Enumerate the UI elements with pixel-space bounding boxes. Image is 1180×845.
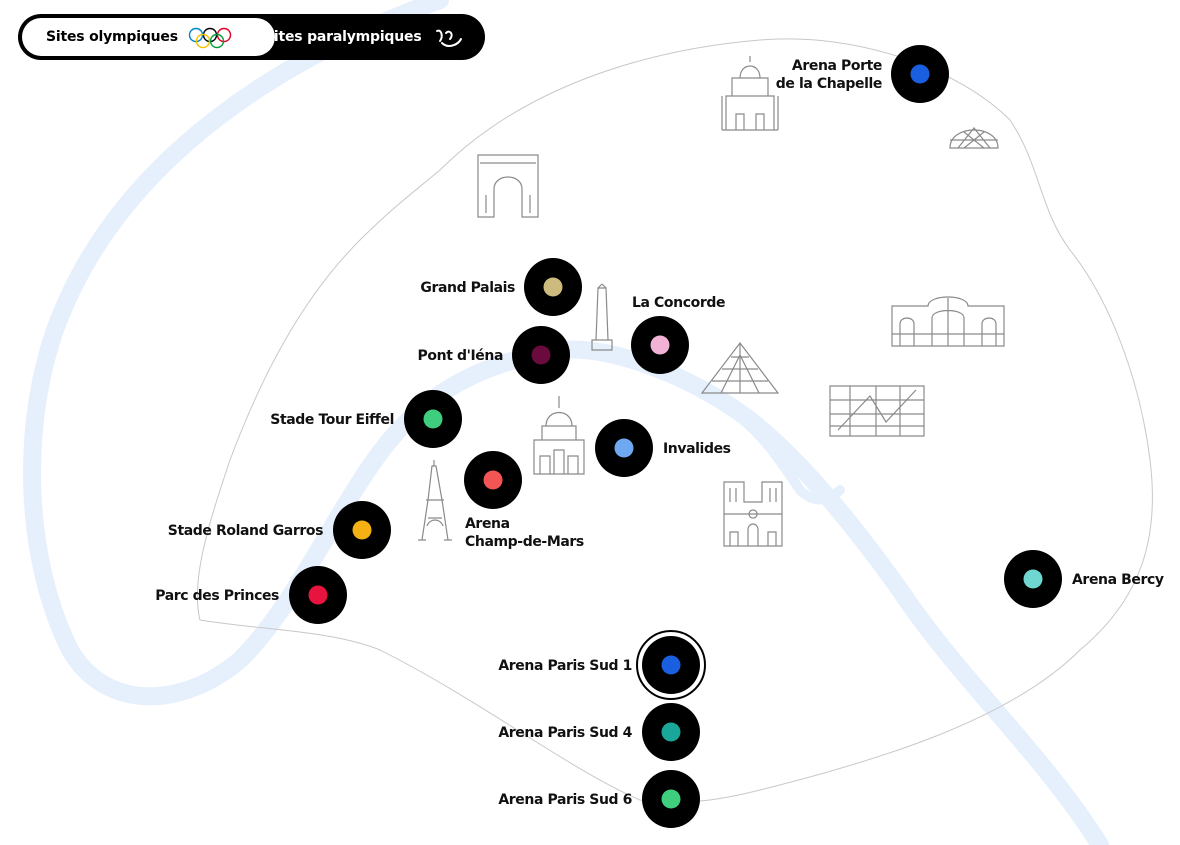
venue-label: Grand Palais	[420, 280, 515, 296]
venue-label: Arena	[465, 516, 510, 532]
venue-pin-dot	[531, 345, 551, 365]
venue-arena-paris-sud-4[interactable]: Arena Paris Sud 4	[498, 703, 700, 761]
venue-label: Arena Paris Sud 4	[498, 725, 632, 741]
louvre-pyramid-icon	[700, 342, 780, 394]
olympic-sites-label[interactable]: Sites olympiques	[46, 29, 178, 45]
olympic-rings-icon	[188, 27, 232, 49]
venue-label: Stade Roland Garros	[168, 523, 323, 539]
pompidou-icon	[829, 385, 925, 437]
venue-label: Pont d'Iéna	[418, 348, 503, 364]
venue-label: Arena Porte	[792, 58, 882, 74]
venue-pin-dot	[661, 722, 681, 742]
venue-label: Parc des Princes	[155, 588, 279, 604]
seine-river-branch	[725, 405, 845, 505]
les-invalides-icon	[533, 396, 585, 475]
venue-label: Stade Tour Eiffel	[270, 412, 394, 428]
venue-pin-dot	[483, 470, 503, 490]
site-type-toggle: Sites olympiques Sites paralympiques	[18, 14, 485, 60]
sacre-coeur-icon	[721, 56, 779, 131]
venue-stade-roland-garros[interactable]: Stade Roland Garros	[168, 501, 391, 559]
eiffel-tower-icon	[418, 460, 452, 541]
venue-arena-paris-sud-1[interactable]: Arena Paris Sud 1	[498, 630, 706, 700]
seine-river	[23, 0, 1109, 845]
venue-parc-des-princes[interactable]: Parc des Princes	[155, 566, 347, 624]
venue-pont-d-iena[interactable]: Pont d'Iéna	[418, 326, 570, 384]
venue-pin-dot	[308, 585, 328, 605]
venue-pin-dot	[1023, 569, 1043, 589]
venue-label: Arena Bercy	[1072, 572, 1164, 588]
paralympic-agitos-icon	[436, 29, 462, 47]
venue-arena-bercy[interactable]: Arena Bercy	[1004, 550, 1164, 608]
venue-grand-palais[interactable]: Grand Palais	[420, 258, 582, 316]
venue-pin-dot	[543, 277, 563, 297]
venue-label: La Concorde	[632, 295, 725, 311]
venue-stade-tour-eiffel[interactable]: Stade Tour Eiffel	[270, 390, 462, 448]
olympic-sites-option[interactable]	[22, 18, 275, 56]
venue-label: Invalides	[663, 441, 731, 457]
arc-de-triomphe-icon	[477, 154, 539, 218]
venue-arena-paris-sud-6[interactable]: Arena Paris Sud 6	[498, 770, 700, 828]
venue-pin-dot	[910, 64, 930, 84]
paralympic-sites-label[interactable]: Sites paralympiques	[264, 29, 422, 45]
venue-pin-dot	[661, 655, 681, 675]
venue-arena-porte-de-la-chapelle[interactable]: Arena Porte de la Chapelle	[776, 45, 949, 103]
venue-label: Arena Paris Sud 6	[498, 792, 632, 808]
venue-la-concorde[interactable]: La Concorde	[631, 295, 725, 374]
venue-pin-dot	[650, 335, 670, 355]
venue-label: de la Chapelle	[776, 76, 882, 92]
venue-label: Arena Paris Sud 1	[498, 658, 632, 674]
venue-pin-dot	[423, 409, 443, 429]
venue-pin-dot	[352, 520, 372, 540]
gare-de-lyon-icon	[891, 296, 1005, 347]
obelisk-icon	[591, 283, 613, 351]
venue-label: Champ-de-Mars	[465, 534, 584, 550]
geode-icon	[949, 127, 999, 149]
venue-invalides[interactable]: Invalides	[595, 419, 731, 477]
paris-boundary	[196, 38, 1153, 803]
venue-pin-dot	[614, 438, 634, 458]
venue-pin-dot	[661, 789, 681, 809]
notre-dame-icon	[723, 481, 783, 547]
